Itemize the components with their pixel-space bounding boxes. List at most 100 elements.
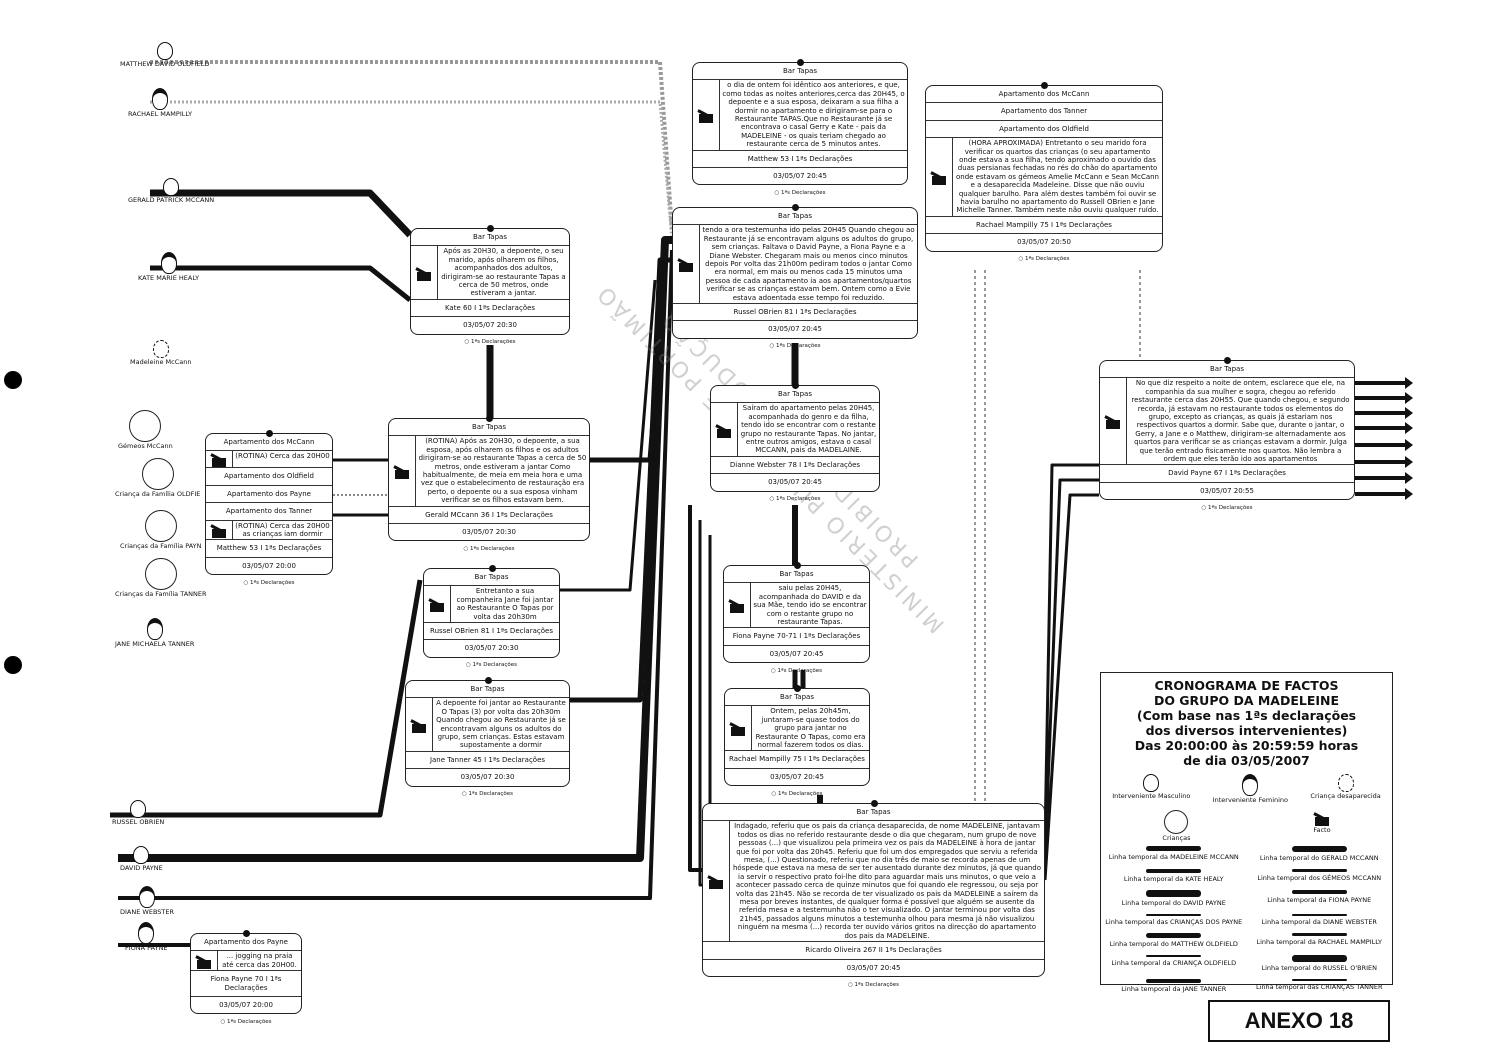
male-person-icon (133, 846, 150, 864)
person-male: GERALD PATRICK MCCANN (128, 178, 214, 204)
connector-dot (487, 225, 494, 232)
legend-subtitle: (Com base nas 1ªs declarações (1136, 708, 1357, 723)
card-location: Apartamento dos McCann (926, 86, 1162, 104)
person-child: Criança da Família OLDFIE (115, 458, 200, 498)
card-declaration-link[interactable]: ○ 1ªs Declarações (243, 579, 295, 586)
fact-clapper-icon (195, 953, 212, 969)
male-icon (1143, 774, 1160, 792)
legend-male-label: Interveniente Masculino (1112, 792, 1191, 800)
timeline-swatch (1291, 914, 1347, 916)
card-source: Gerald MCcann 36 I 1ªs Declarações (389, 507, 589, 525)
timeline-swatch (1291, 933, 1347, 936)
child-icon (144, 510, 177, 542)
connector-dot (243, 930, 250, 937)
connector-dot (870, 800, 878, 807)
fact-card[interactable]: Apartamento dos McCann(ROTINA) Cerca das… (205, 430, 333, 586)
card-declaration-link[interactable]: ○ 1ªs Declarações (461, 791, 514, 798)
card-declaration-link[interactable]: ○ 1ªs Declarações (774, 190, 826, 197)
male-person-icon (130, 800, 147, 818)
card-fact-text: ... jogging na praia até cerca das 20H00… (222, 952, 297, 969)
card-source: Kate 60 I 1ªs Declarações (411, 300, 569, 318)
legend-timeline-label: Linha temporal da CRIANÇA OLDFIELD (1111, 959, 1237, 967)
timeline-swatch (1146, 933, 1202, 938)
person-female: FIONA PAYNE (125, 922, 168, 952)
card-location: Apartamento dos Tanner (206, 503, 332, 521)
person-name: DAVID PAYNE (120, 864, 163, 872)
timeline-russel (110, 579, 423, 818)
connector-dot (797, 59, 804, 66)
fact-card[interactable]: Bar Tapas(ROTINA) Após as 20H30, o depoe… (388, 415, 590, 552)
fact-clapper-icon (1104, 413, 1121, 430)
card-declaration-link[interactable]: ○ 1ªs Declarações (1201, 504, 1253, 511)
fact-clapper-icon (715, 422, 732, 438)
legend-subtitle: dos diversos intervenientes) (1145, 723, 1348, 738)
card-source: David Payne 67 I 1ªs Declarações (1100, 465, 1354, 483)
timeline-swatch (1146, 890, 1202, 897)
card-fact-text: (ROTINA) Após as 20H30, o depoente, a su… (418, 437, 587, 505)
fact-clapper-icon (677, 256, 694, 273)
legend-timeline-entry: Linha temporal do DAVID PAYNE (1101, 890, 1247, 907)
card-datetime: 03/05/07 20:45 (846, 963, 901, 972)
legend-timeline-label: Linha temporal da FIONA PAYNE (1267, 896, 1372, 904)
card-location: Apartamento dos McCann (206, 434, 332, 452)
card-fact-text: o dia de ontem foi idêntico aos anterior… (722, 81, 905, 149)
card-declaration-link[interactable]: ○ 1ªs Declarações (465, 662, 518, 669)
person-name: Crianças da Família TANNER (115, 590, 207, 598)
card-declaration-link[interactable]: ○ 1ªs Declarações (1018, 256, 1070, 263)
card-location: Bar Tapas (389, 419, 589, 437)
fact-card[interactable]: Apartamento dos Payne... jogging na prai… (190, 930, 302, 1025)
card-fact-text: (HORA APROXIMADA) Entretanto o seu marid… (955, 139, 1159, 215)
timeline-swatch (1146, 979, 1202, 983)
female-person-icon (160, 252, 177, 274)
person-female: RACHAEL MAMPILLY (128, 88, 192, 118)
fact-clapper-icon (1313, 810, 1330, 826)
timeline-swatch (1291, 979, 1347, 981)
card-datetime: 03/05/07 20:45 (770, 772, 824, 781)
connector-dot (1224, 357, 1231, 364)
card-declaration-link[interactable]: ○ 1ªs Declarações (463, 546, 515, 553)
person-child: Crianças da Família PAYN (120, 510, 202, 550)
timeline-kate (150, 265, 412, 302)
timeline-swatch (1146, 914, 1202, 916)
card-declaration-link[interactable]: ○ 1ªs Declarações (464, 339, 516, 346)
card-datetime: 03/05/07 20:45 (769, 649, 824, 658)
children-icon (1164, 810, 1189, 834)
person-child: Gémeos McCann (118, 410, 173, 450)
legend-timeline-entry: Linha temporal da CRIANÇA OLDFIELD (1101, 955, 1247, 972)
card-declaration-link[interactable]: ○ 1ªs Declarações (220, 1019, 272, 1026)
person-male: MATTHEW DAVID OLDFIELD (120, 42, 209, 68)
card-datetime: 03/05/07 20:30 (464, 644, 519, 653)
card-declaration-link[interactable]: ○ 1ªs Declarações (769, 496, 821, 503)
legend-timeline-label: Linha temporal da MADELEINE MCCANN (1108, 853, 1239, 861)
card-source: Rachael Mampilly 75 I 1ªs Declarações (725, 751, 869, 769)
card-fact-text: Entretanto a sua companheira Jane foi ja… (456, 587, 554, 621)
card-declaration-link[interactable]: ○ 1ªs Declarações (770, 667, 823, 674)
legend-timeline-label: Linha temporal das CRIANÇAS TANNER (1255, 983, 1383, 991)
card-declaration-link[interactable]: ○ 1ªs Declarações (847, 981, 900, 988)
card-fact: ... jogging na praia até cerca das 20H00… (191, 951, 301, 972)
legend-timeline-label: Linha temporal da KATE HEALY (1123, 875, 1224, 883)
punch-hole (4, 371, 22, 389)
card-location: Bar Tapas (724, 566, 869, 584)
legend-timeline-entry: Linha temporal do MATTHEW OLDFIELD (1101, 933, 1247, 948)
male-person-icon (163, 178, 180, 196)
female-person-icon (139, 886, 155, 908)
card-declaration-link[interactable]: ○ 1ªs Declarações (771, 790, 823, 797)
male-person-icon (156, 42, 173, 60)
timeline-jane (570, 257, 672, 703)
card-declaration-link[interactable]: ○ 1ªs Declarações (769, 343, 821, 350)
card-source: Dianne Webster 78 I 1ªs Declarações (711, 457, 879, 475)
legend-timeline-label: Linha temporal da JANE TANNER (1121, 985, 1227, 993)
timeline-rachael (150, 100, 674, 241)
